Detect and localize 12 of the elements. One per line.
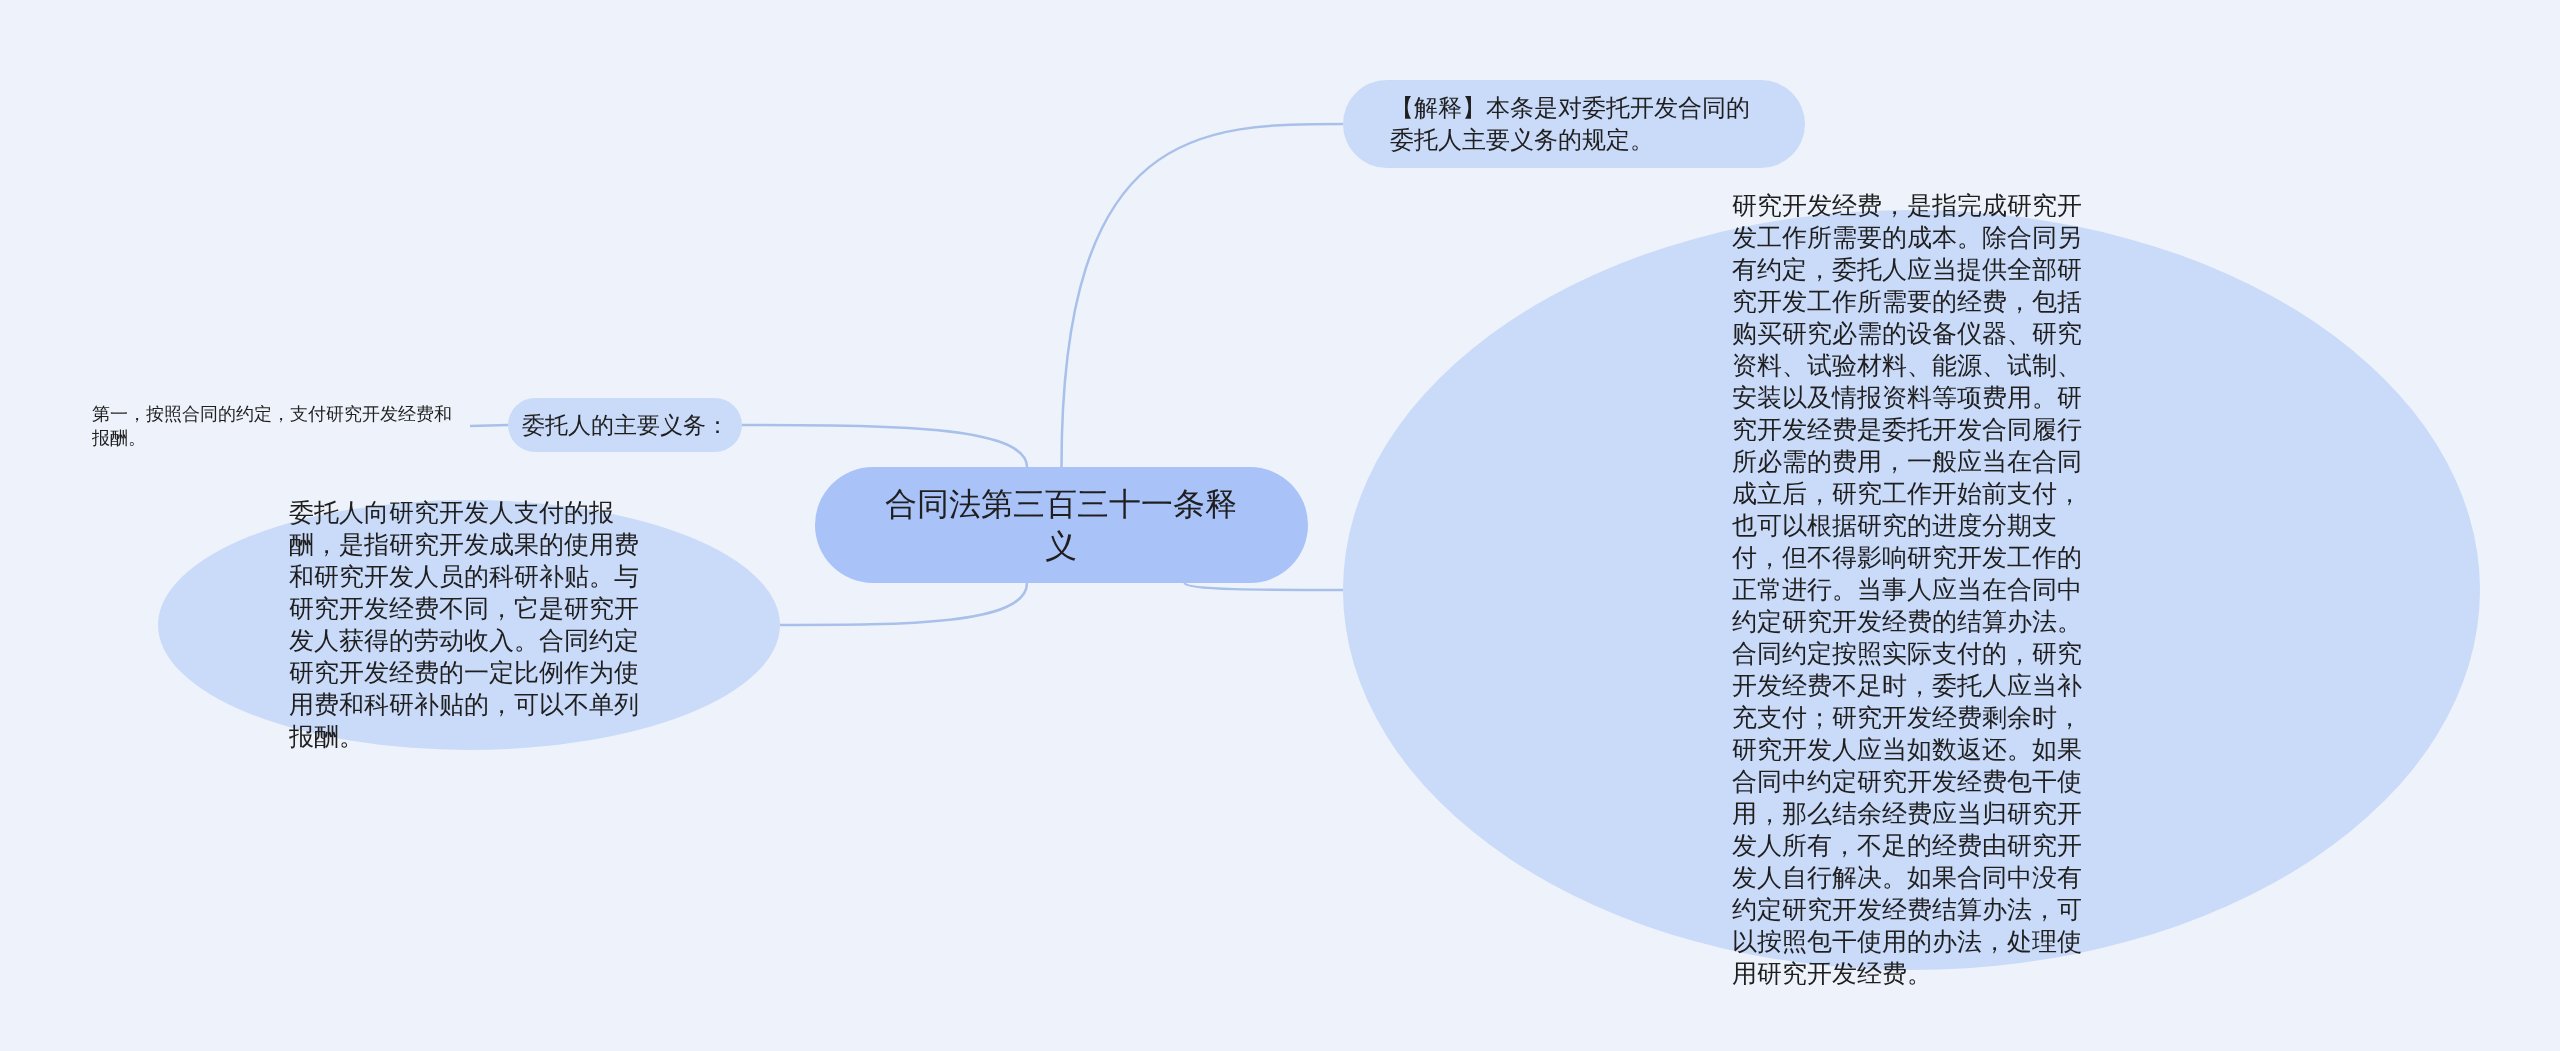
topic-text: 研究开发经费，是指完成研究开发工作所需要的成本。除合同另有约定，委托人应当提供全部研究开发工作所需要的经费，包括购买研究必需的设备仪器、研究资料、试验材料、能源、试制、安装以及情报资料等项费用。研究开发经费是委托开发合同履行所必需的费用，一般应当在合同成立后，研究工作开始前支付，也可以根据研究的进度分期支付，但不得影响研究开发工作的正常进行。当事人应当在合同中约定研究开发经费的结算办法。合同约定按照实际支付的，研究开发经费不足时，委托人应当补充支付；研究开发经费剩余时，研究开发人应当如数返还。如果合同中约定研究开发经费包干使用，那么结余经费应当归研究开发人所有，不足的经费由研究开发人自行解决。如果合同中没有约定研究开发经费结算办法，可以按照包干使用的办法，处理使用研究开发经费。 — [1731, 190, 2083, 990]
topic-text: 委托人向研究开发人支付的报酬，是指研究开发成果的使用费和研究开发人员的科研补贴。与研究开发经费不同，它是研究开发人获得的劳动收入。合同约定研究开发经费的一定比例作为使用费和科研补贴的，可以不单列报酬。 — [289, 497, 640, 753]
topic-pill — [508, 398, 742, 452]
connector-line — [780, 582, 1029, 627]
connector-line — [469, 423, 509, 428]
topic-title: 合同法第三百三十一条释义 — [884, 484, 1239, 567]
connector-line — [1060, 122, 1343, 468]
connector-line — [742, 423, 1029, 468]
topic-text: 第一，按照合同的约定，支付研究开发经费和报酬。 — [92, 402, 454, 450]
topic-text: 【解释】本条是对委托开发合同的委托人主要义务的规定。 — [1390, 93, 1752, 156]
topic-text: 委托人的主要义务： — [521, 411, 729, 440]
connector-line — [1183, 582, 1343, 592]
